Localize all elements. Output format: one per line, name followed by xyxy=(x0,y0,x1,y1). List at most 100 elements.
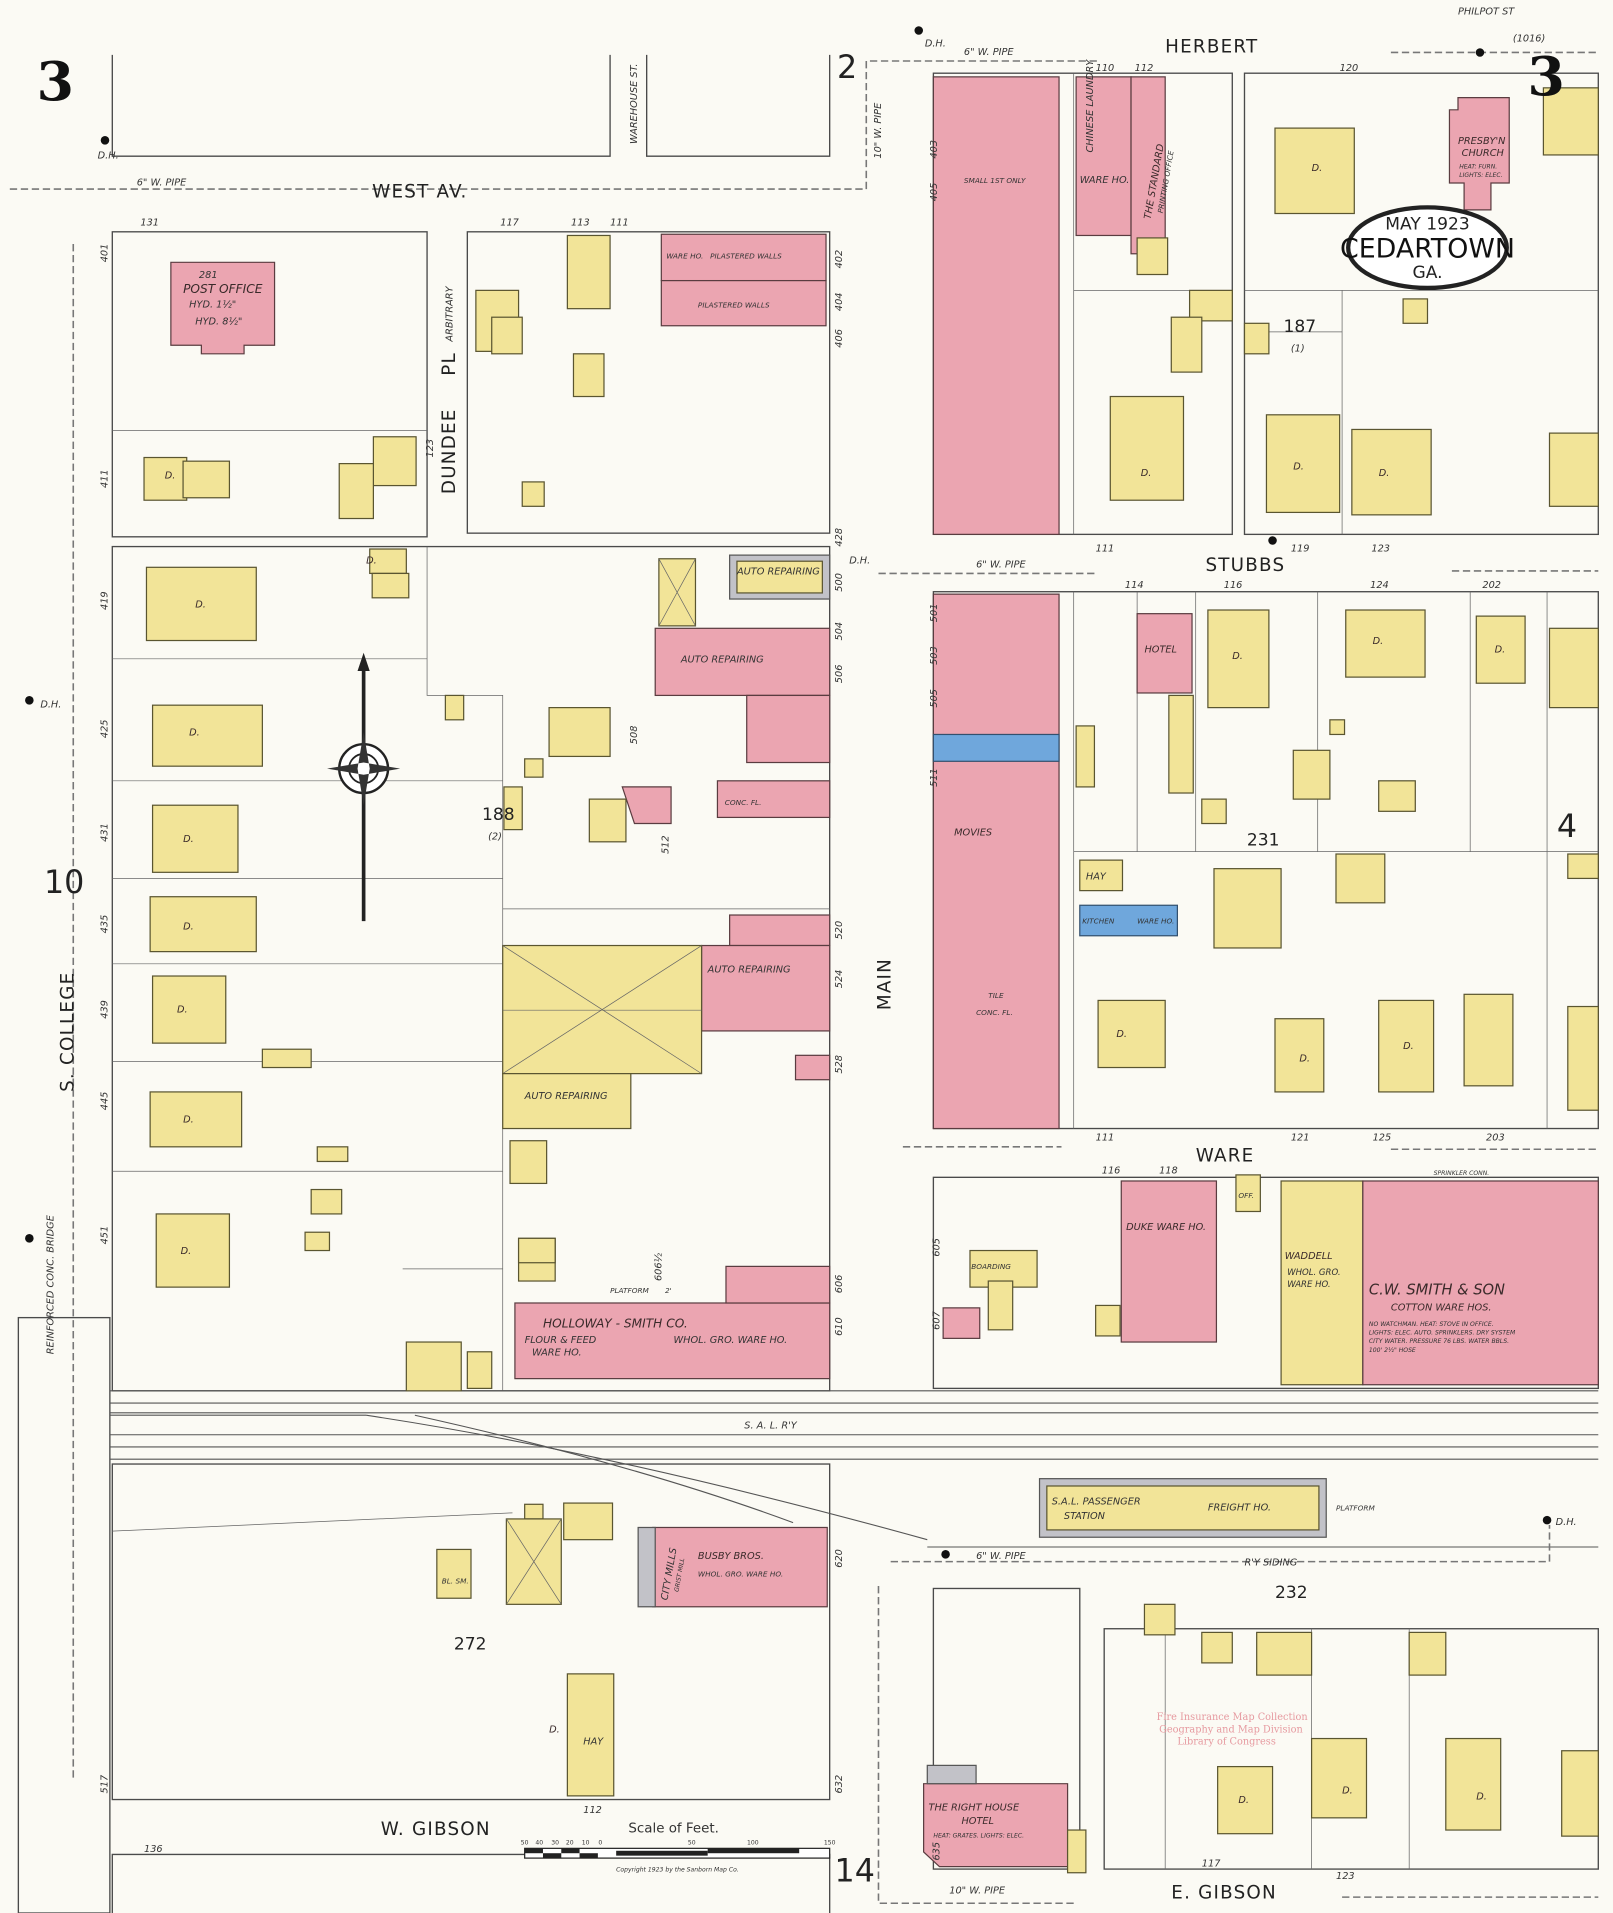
address-number: 110 xyxy=(1096,63,1115,74)
address-number: 136 xyxy=(144,1844,163,1855)
address-number: 632 xyxy=(834,1775,845,1794)
scale-tick-label: 100 xyxy=(747,1840,759,1847)
address-number: 124 xyxy=(1370,580,1389,591)
frame-dwelling xyxy=(1109,395,1185,501)
address-number: 504 xyxy=(834,622,845,641)
adjoining-sheet-top: 2 xyxy=(837,50,857,86)
street-philpot: PHILPOT ST xyxy=(1458,7,1515,18)
sheet-number-right: 3 xyxy=(1528,45,1565,108)
church-label: PRESBY'N xyxy=(1458,136,1506,147)
water-pipes xyxy=(9,51,1599,1905)
address-number: 610 xyxy=(834,1317,845,1336)
pipe-label-gibson: 10" W. PIPE xyxy=(949,1885,1006,1896)
frame-dwelling xyxy=(1567,853,1599,880)
platform-label: PLATFORM xyxy=(610,1286,649,1295)
holloway-smith-label: HOLLOWAY - SMITH CO. xyxy=(543,1316,688,1330)
auto-repairing-504-label: AUTO REPAIRING xyxy=(680,654,764,665)
hay-shed xyxy=(566,1673,615,1797)
frame-dwelling xyxy=(151,975,227,1044)
copyright: Copyright 1923 by the Sanborn Map Co. xyxy=(616,1866,739,1874)
frame-dwelling xyxy=(1265,414,1341,514)
frame-dwelling xyxy=(304,1231,331,1252)
frame-dwelling xyxy=(405,1341,462,1392)
block-188: 188 xyxy=(482,805,515,825)
frame-dwelling xyxy=(524,758,544,778)
bridge-label: REINFORCED CONC. BRIDGE xyxy=(46,1214,57,1354)
building-512-small xyxy=(621,786,672,825)
hydrant-icon xyxy=(100,136,110,145)
address-number: 512 xyxy=(661,835,672,854)
post-office-label: POST OFFICE xyxy=(183,282,263,296)
herbert-1016: (1016) xyxy=(1513,33,1545,44)
dwelling-mark: D. xyxy=(1141,468,1152,479)
frame-dwelling xyxy=(1217,1765,1274,1835)
frame-dwelling xyxy=(1335,853,1386,904)
frame-dwelling xyxy=(548,707,611,758)
auto-repairing-yellow xyxy=(502,1073,632,1130)
address-number: 500 xyxy=(834,573,845,592)
frame-dwelling xyxy=(310,1188,343,1215)
church-note: HEAT: FURN. xyxy=(1459,163,1497,170)
address-number: 425 xyxy=(99,719,110,738)
store-508 xyxy=(746,694,831,764)
frame-dwelling xyxy=(1207,609,1270,709)
duke-ware-ho-label: DUKE WARE HO. xyxy=(1126,1222,1206,1233)
store-528 xyxy=(794,1054,831,1081)
scale-title: Scale of Feet. xyxy=(628,1821,719,1836)
holloway-smith xyxy=(514,1302,831,1380)
sprinkler-conn-label: SPRINKLER CONN. xyxy=(1434,1170,1490,1177)
dwelling-mark: D. xyxy=(189,728,200,739)
street-labels: WEST AV. HERBERT PHILPOT ST WAREHOUSE ST… xyxy=(46,7,1516,1904)
dwelling-mark: D. xyxy=(181,1246,192,1257)
address-number: 402 xyxy=(834,250,845,269)
dwelling-mark: D. xyxy=(1299,1053,1310,1064)
dwelling-mark: D. xyxy=(183,1114,194,1125)
block-272: 272 xyxy=(454,1634,487,1654)
frame-dwelling xyxy=(1351,428,1432,516)
title-state: GA. xyxy=(1412,263,1442,283)
adjoining-sheet-left: 10 xyxy=(44,865,84,901)
dwelling-mark: D. xyxy=(1379,468,1390,479)
adjoining-sheet-bottom: 14 xyxy=(835,1853,875,1889)
right-house-note: HEAT: GRATES. LIGHTS: ELEC. xyxy=(933,1832,1024,1839)
scale-tick-label: 10 xyxy=(582,1840,590,1847)
frame-dwelling xyxy=(1408,1631,1447,1676)
address-number: 411 xyxy=(99,469,110,488)
freight-platform-label: PLATFORM xyxy=(1336,1503,1375,1512)
hydrant-icon xyxy=(1542,1515,1552,1525)
cw-smith-note-3: CITY WATER. PRESSURE 76 LBS. WATER BBLS. xyxy=(1369,1338,1509,1345)
street-west-av: WEST AV. xyxy=(372,182,467,203)
right-house-annex xyxy=(926,1764,977,1785)
address-number: 203 xyxy=(1486,1133,1505,1144)
hay-label: HAY xyxy=(583,1737,604,1748)
frame-dwelling xyxy=(563,1502,614,1541)
frame-dwelling xyxy=(1475,615,1526,684)
block-231: 231 xyxy=(1247,830,1280,850)
address-number: 118 xyxy=(1159,1166,1178,1177)
frame-dwelling xyxy=(588,798,627,843)
frame-dwelling xyxy=(155,1213,231,1288)
busby-bros-label: BUSBY BROS. xyxy=(698,1551,764,1562)
holloway-flour-label: FLOUR & FEED xyxy=(525,1335,597,1346)
building-607 xyxy=(942,1307,981,1339)
cw-smith-note-2: LIGHTS: ELEC. AUTO. SPRINKLERS. DRY SYST… xyxy=(1369,1330,1516,1337)
church-label-2: CHURCH xyxy=(1462,148,1505,159)
title-cartouche: MAY 1923 CEDARTOWN GA. xyxy=(1340,205,1515,291)
block-232: 232 xyxy=(1275,1583,1308,1603)
main-east-stores-south xyxy=(932,593,1060,1130)
frame-dwelling xyxy=(261,1048,312,1069)
store-512 xyxy=(716,780,831,819)
address-number: 520 xyxy=(834,921,845,940)
dh-label-4: D.H. xyxy=(849,556,870,567)
address-number: 111 xyxy=(1096,543,1115,554)
frame-dwelling xyxy=(987,1280,1014,1331)
street-stubbs: STUBBS xyxy=(1205,555,1285,576)
hydrant-icon xyxy=(941,1550,950,1559)
the-standard xyxy=(1130,76,1166,255)
railway-label: S. A. L. R'Y xyxy=(744,1421,798,1432)
frame-dwelling xyxy=(1213,868,1282,949)
dwelling-mark: D. xyxy=(1238,1795,1249,1806)
conc-fl-512: CONC. FL. xyxy=(725,798,762,807)
frame-dwelling xyxy=(503,786,523,831)
